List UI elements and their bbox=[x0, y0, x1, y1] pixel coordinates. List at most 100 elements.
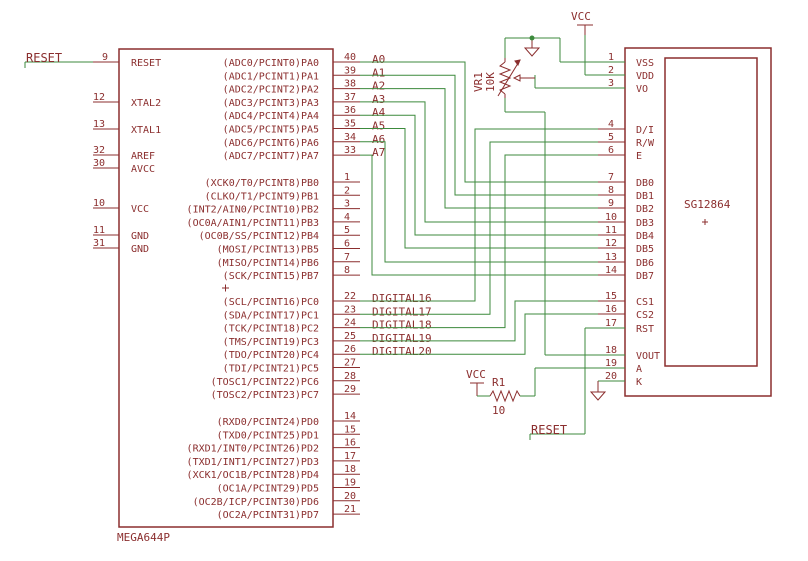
net-label: DIGITAL20 bbox=[372, 345, 432, 358]
mcu-right-pins: 40 (ADC0/PCINT0)PA0 A0 39 (ADC1/PCINT1)PA1 A1… bbox=[187, 52, 432, 521]
pin-name: AREF bbox=[131, 151, 155, 162]
net-label: A6 bbox=[372, 133, 385, 146]
pin-number: 8 bbox=[344, 265, 350, 276]
lcd-pin-name: VO bbox=[636, 84, 648, 95]
mcu-left-pin-lines bbox=[93, 61, 119, 249]
lcd-pin-number: 1 bbox=[608, 52, 614, 63]
pin-name: (XCK0/T0/PCINT8)PB0 bbox=[205, 178, 319, 189]
vcc-r1-label: VCC bbox=[466, 368, 486, 381]
pin-name: (MISO/PCINT14)PB6 bbox=[217, 258, 319, 269]
pin-number: 30 bbox=[93, 158, 105, 169]
r1-value: 10 bbox=[492, 404, 505, 417]
pin-number: 15 bbox=[344, 424, 356, 435]
mcu-body bbox=[118, 48, 334, 528]
lcd-pin-name: DB7 bbox=[636, 271, 654, 282]
lcd-pin-number: 7 bbox=[608, 172, 614, 183]
pin-name: XTAL1 bbox=[131, 125, 161, 136]
pin-name: (OC0A/AIN1/PCINT11)PB3 bbox=[187, 218, 319, 229]
pin-name: (OC2B/ICP/PCINT30)PD6 bbox=[193, 497, 319, 508]
lcd-pin-name: D/I bbox=[636, 125, 654, 136]
pin-name: (TOSC2/PCINT23)PC7 bbox=[211, 390, 319, 401]
pin-number: 40 bbox=[344, 52, 356, 63]
lcd-origin-mark bbox=[702, 219, 708, 225]
mcu-left-pin-numbers: 9 12 13 32 30 10 11 31 bbox=[93, 52, 108, 249]
pin-number: 28 bbox=[344, 371, 356, 382]
pin-name: (ADC6/PCINT6)PA6 bbox=[223, 138, 319, 149]
pin-number: 37 bbox=[344, 92, 356, 103]
mcu-origin-mark bbox=[222, 284, 229, 292]
pin-name: (OC1A/PCINT29)PD5 bbox=[217, 484, 319, 495]
pin-name: (ADC4/PCINT4)PA4 bbox=[223, 111, 319, 122]
net-label: A1 bbox=[372, 66, 385, 79]
lcd-name: SG12864 bbox=[684, 198, 731, 211]
gnd-k-symbol bbox=[589, 380, 625, 401]
r1-name: R1 bbox=[492, 376, 505, 389]
pin-number: 36 bbox=[344, 105, 356, 116]
pin-name: (ADC1/PCINT1)PA1 bbox=[223, 71, 319, 82]
lcd-pin-name: CS2 bbox=[636, 310, 654, 321]
lcd-pin-name: DB0 bbox=[636, 178, 654, 189]
lcd-pin-number: 9 bbox=[608, 198, 614, 209]
pin-number: 9 bbox=[102, 52, 108, 63]
pin-number: 32 bbox=[93, 145, 105, 156]
signal-wire bbox=[360, 128, 598, 302]
lcd-pin-name: DB4 bbox=[636, 231, 654, 242]
signal-wire bbox=[360, 154, 598, 329]
net-label: A0 bbox=[372, 53, 385, 66]
pin-number: 4 bbox=[344, 212, 350, 223]
potentiometer-vr1: VR1 10K bbox=[472, 58, 535, 98]
pin-number: 33 bbox=[344, 145, 356, 156]
vr1-name: VR1 bbox=[472, 72, 485, 92]
pin-number: 22 bbox=[344, 291, 356, 302]
net-label: A3 bbox=[372, 93, 385, 106]
pin-number: 21 bbox=[344, 504, 356, 515]
pin-name: (SCK/PCINT15)PB7 bbox=[223, 271, 319, 282]
lcd-pin-name: CS1 bbox=[636, 297, 654, 308]
lcd-pin-number: 2 bbox=[608, 65, 614, 76]
lcd-pin-name: VSS bbox=[636, 58, 654, 69]
pin-name: (ADC0/PCINT0)PA0 bbox=[223, 58, 319, 69]
pin-number: 16 bbox=[344, 438, 356, 449]
reset-input-label: RESET bbox=[26, 51, 62, 65]
pin-name: GND bbox=[131, 231, 149, 242]
lcd-pin-name: DB5 bbox=[636, 244, 654, 255]
vcc-top-label: VCC bbox=[571, 10, 591, 23]
signal-wire bbox=[360, 300, 598, 342]
lcd-display-window bbox=[664, 57, 758, 367]
pin-number: 12 bbox=[93, 92, 105, 103]
signal-wire bbox=[360, 141, 598, 263]
pin-name: (OC0B/SS/PCINT12)PB4 bbox=[199, 231, 319, 242]
pin-name: (ADC7/PCINT7)PA7 bbox=[223, 151, 319, 162]
pin-number: 10 bbox=[93, 198, 105, 209]
net-label: A2 bbox=[372, 80, 385, 93]
lcd-pin-name: VOUT bbox=[636, 351, 660, 362]
signal-wire bbox=[360, 141, 598, 315]
pin-name: (TDI/PCINT21)PC5 bbox=[223, 364, 319, 375]
pin-name: (SCL/PCINT16)PC0 bbox=[223, 297, 319, 308]
lcd-pin-name: DB6 bbox=[636, 258, 654, 269]
lcd-pin-number: 13 bbox=[605, 252, 617, 263]
signal-wire bbox=[360, 88, 598, 209]
pin-number: 13 bbox=[93, 119, 105, 130]
pin-name: (TXD1/INT1/PCINT27)PD3 bbox=[187, 457, 319, 468]
pin-name: (TXD0/PCINT25)PD1 bbox=[217, 430, 319, 441]
net-label: A4 bbox=[372, 106, 386, 119]
lcd-pin-number: 19 bbox=[605, 358, 617, 369]
signal-wire bbox=[360, 154, 598, 276]
lcd-pin-name: A bbox=[636, 364, 642, 375]
pin-name: (TMS/PCINT19)PC3 bbox=[223, 337, 319, 348]
pin-name: XTAL2 bbox=[131, 98, 161, 109]
lcd-pin-number: 18 bbox=[605, 345, 617, 356]
lcd-pin-number: 12 bbox=[605, 238, 617, 249]
gnd-top-symbol bbox=[523, 38, 541, 57]
lcd-pin-number: 5 bbox=[608, 132, 614, 143]
pin-name: (ADC3/PCINT3)PA3 bbox=[223, 98, 319, 109]
lcd-pin-number: 11 bbox=[605, 225, 617, 236]
pin-name: (OC2A/PCINT31)PD7 bbox=[217, 510, 319, 521]
pin-number: 39 bbox=[344, 65, 356, 76]
lcd-pin-name: E bbox=[636, 151, 642, 162]
reset-output-net: RESET bbox=[529, 327, 625, 440]
pin-number: 11 bbox=[93, 225, 105, 236]
lcd-pin-name: DB3 bbox=[636, 218, 654, 229]
